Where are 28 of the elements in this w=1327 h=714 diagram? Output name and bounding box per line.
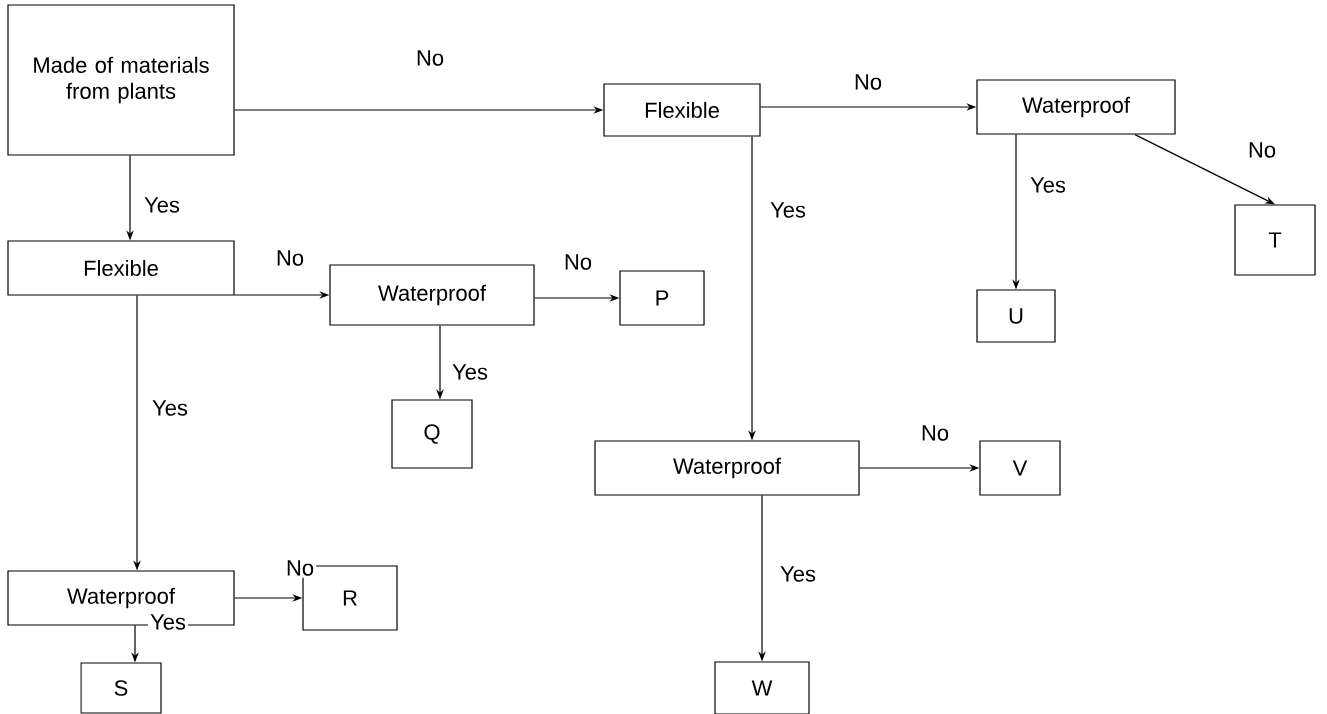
process-box: Waterproof <box>329 264 535 326</box>
edge-label: No <box>273 248 307 268</box>
process-box: Made of materials from plants <box>7 4 235 156</box>
edge-label: No <box>561 252 595 272</box>
process-box: Flexible <box>603 83 761 137</box>
edge-label: Yes <box>778 564 818 584</box>
edge-label: No <box>1245 140 1279 160</box>
process-box: Flexible <box>7 240 235 296</box>
process-box: Waterproof <box>976 79 1176 135</box>
edge-label: No <box>413 48 447 68</box>
process-box: P <box>619 270 705 326</box>
edge-label: No <box>283 558 317 578</box>
process-box: W <box>714 661 810 714</box>
edge-label: Yes <box>150 398 190 418</box>
edge-label: Yes <box>142 195 182 215</box>
arrow <box>1134 134 1275 205</box>
process-box: S <box>80 662 162 714</box>
edge-label: Yes <box>148 612 188 632</box>
edge-label: Yes <box>768 200 808 220</box>
process-box: Waterproof <box>594 440 860 496</box>
process-box: U <box>976 289 1056 343</box>
process-box: Q <box>391 399 473 469</box>
edge-label: Yes <box>450 362 490 382</box>
process-box: V <box>979 440 1061 496</box>
process-box: T <box>1234 204 1316 276</box>
edge-label: No <box>918 423 952 443</box>
edge-label: Yes <box>1028 175 1068 195</box>
edge-label: No <box>851 72 885 92</box>
